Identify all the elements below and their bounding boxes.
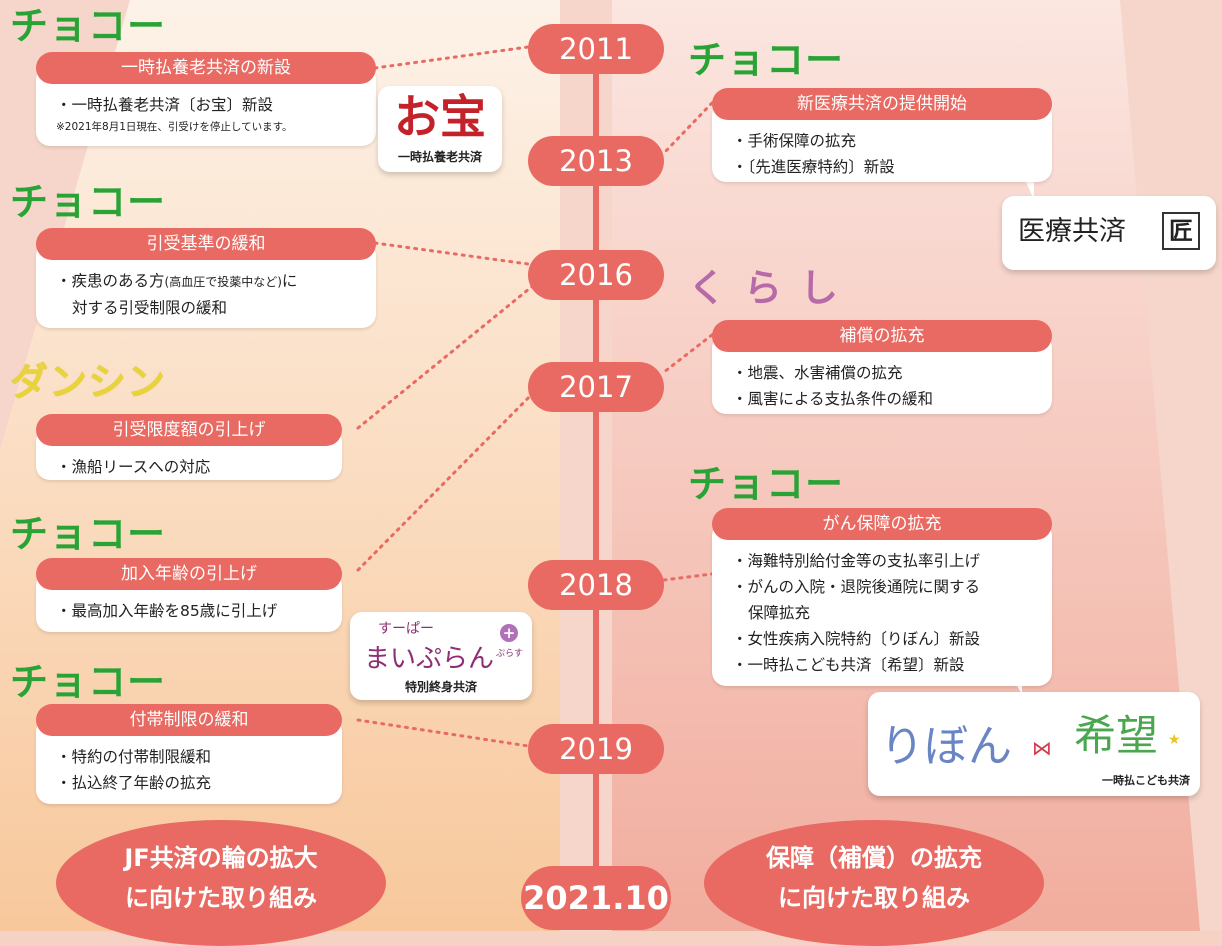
super-caption: 特別終身共済 <box>404 680 477 694</box>
super-top: すーぱー <box>378 621 434 637</box>
badge-super-myplan: すーぱー まいぷらん + ぷらす 特別終身共済 <box>350 612 532 700</box>
card-iryo: 新医療共済の提供開始 ・手術保障の拡充 ・〔先進医療特約〕新設 <box>712 88 1052 182</box>
brand-chokoo-4: チョコー <box>10 660 167 704</box>
card-line: ・海難特別給付金等の支払率引上げ <box>732 552 981 570</box>
card-line: ・〔先進医療特約〕新設 <box>732 158 895 176</box>
card-line: ・疾患のある方 <box>56 272 165 290</box>
brand-chokoo-6: チョコー <box>688 462 845 506</box>
kibou-logo: 希望 <box>1074 711 1159 760</box>
year-2019: 2019 <box>528 724 664 774</box>
bottom-right-line2: に向けた取り組み <box>778 884 970 912</box>
otakara-logo: お宝 <box>394 90 486 144</box>
card-title: 引受基準の緩和 <box>36 228 376 260</box>
card-line: 対する引受制限の緩和 <box>72 299 228 317</box>
card-line: ・地震、水害補償の拡充 <box>732 364 903 382</box>
year-2016: 2016 <box>528 250 664 300</box>
iryo-text: 医療共済 <box>1018 216 1126 247</box>
card-line-suffix: に <box>281 272 298 290</box>
card-title: 引受限度額の引上げ <box>36 414 342 446</box>
connector-2016-danshin <box>356 278 542 430</box>
bottom-left-oval: JF共済の輪の拡大 に向けた取り組み <box>56 820 386 946</box>
card-line: ・一時払養老共済〔お宝〕新設 <box>56 96 274 114</box>
card-title: 補償の拡充 <box>712 320 1052 352</box>
bottom-right-line1: 保障（補償）の拡充 <box>766 844 982 872</box>
card-note-inline: (高血圧で投薬中など) <box>164 275 282 289</box>
brand-chokoo-5: チョコー <box>688 38 845 82</box>
badge-ribbon-kibou: りぼん ⋈ 希望 ★ 一時払こども共済 <box>868 692 1200 796</box>
year-2021-10: 2021.10 <box>521 866 671 930</box>
card-line: ・女性疾病入院特約〔りぼん〕新設 <box>732 630 981 648</box>
connector-2011 <box>373 45 530 70</box>
bottom-left-line2: に向けた取り組み <box>125 884 317 912</box>
card-hosho: 補償の拡充 ・地震、水害補償の拡充 ・風害による支払条件の緩和 <box>712 320 1052 414</box>
card-age: 加入年齢の引上げ ・最高加入年齢を85歳に引上げ <box>36 558 342 632</box>
card-title: 加入年齢の引上げ <box>36 558 342 590</box>
year-2011: 2011 <box>528 24 664 74</box>
card-line: ・最高加入年齢を85歳に引上げ <box>56 602 278 620</box>
card-rider: 付帯制限の緩和 ・特約の付帯制限緩和 ・払込終了年齢の拡充 <box>36 704 342 804</box>
super-main: まいぷらん <box>364 644 495 674</box>
brand-chokoo-1: チョコー <box>10 4 167 48</box>
card-title: 付帯制限の緩和 <box>36 704 342 736</box>
bottom-left-line1: JF共済の輪の拡大 <box>124 844 318 872</box>
card-line: ・風害による支払条件の緩和 <box>732 390 934 408</box>
card-title: 一時払養老共済の新設 <box>36 52 376 84</box>
year-2017: 2017 <box>528 362 664 412</box>
bow-icon: ⋈ <box>1032 736 1052 760</box>
card-line: ・払込終了年齢の拡充 <box>56 774 212 792</box>
card-line: ・がんの入院・退院後通院に関する <box>732 578 981 596</box>
card-line: 保障拡充 <box>748 604 811 622</box>
card-otakara: 一時払養老共済の新設 ・一時払養老共済〔お宝〕新設 ※2021年8月1日現在、引… <box>36 52 376 146</box>
otakara-caption: 一時払養老共済 <box>397 150 482 164</box>
connector-2016 <box>373 241 530 266</box>
card-line: ・特約の付帯制限緩和 <box>56 748 212 766</box>
card-title: がん保障の拡充 <box>712 508 1052 540</box>
connector-2018 <box>662 572 714 582</box>
card-gan: がん保障の拡充 ・海難特別給付金等の支払率引上げ ・がんの入院・退院後通院に関す… <box>712 508 1052 686</box>
iryo-mark-icon: 匠 <box>1162 212 1200 250</box>
card-line: ・一時払こども共済〔希望〕新設 <box>732 656 965 674</box>
timeline-line <box>593 30 599 890</box>
badge-otakara: お宝 一時払養老共済 <box>378 86 502 172</box>
brand-kurashi: くらし <box>688 266 857 310</box>
card-limit: 引受限度額の引上げ ・漁船リースへの対応 <box>36 414 342 480</box>
kibou-caption: 一時払こども共済 <box>1102 774 1190 787</box>
connector-2019 <box>356 718 530 748</box>
bottom-right-oval: 保障（補償）の拡充 に向けた取り組み <box>704 820 1044 946</box>
brand-chokoo-2: チョコー <box>10 180 167 224</box>
plus-icon: + <box>500 624 518 642</box>
card-underwriting: 引受基準の緩和 ・疾患のある方(高血圧で投薬中など)に 対する引受制限の緩和 <box>36 228 376 328</box>
year-2013: 2013 <box>528 136 664 186</box>
card-note: ※2021年8月1日現在、引受けを停止しています。 <box>56 121 293 133</box>
brand-danshin: ダンシン <box>10 360 167 404</box>
connector-2017 <box>662 333 714 374</box>
card-title: 新医療共済の提供開始 <box>712 88 1052 120</box>
connector-2013 <box>662 101 714 155</box>
super-plus: ぷらす <box>496 649 523 659</box>
card-line: ・手術保障の拡充 <box>732 132 857 150</box>
ribbon-logo: りぼん <box>880 721 1012 772</box>
connector-2017-age <box>356 384 542 572</box>
star-icon: ★ <box>1168 732 1181 748</box>
year-2018: 2018 <box>528 560 664 610</box>
card-line: ・漁船リースへの対応 <box>56 458 211 476</box>
badge-iryo: 医療共済 匠 <box>1002 196 1216 270</box>
brand-chokoo-3: チョコー <box>10 512 167 556</box>
